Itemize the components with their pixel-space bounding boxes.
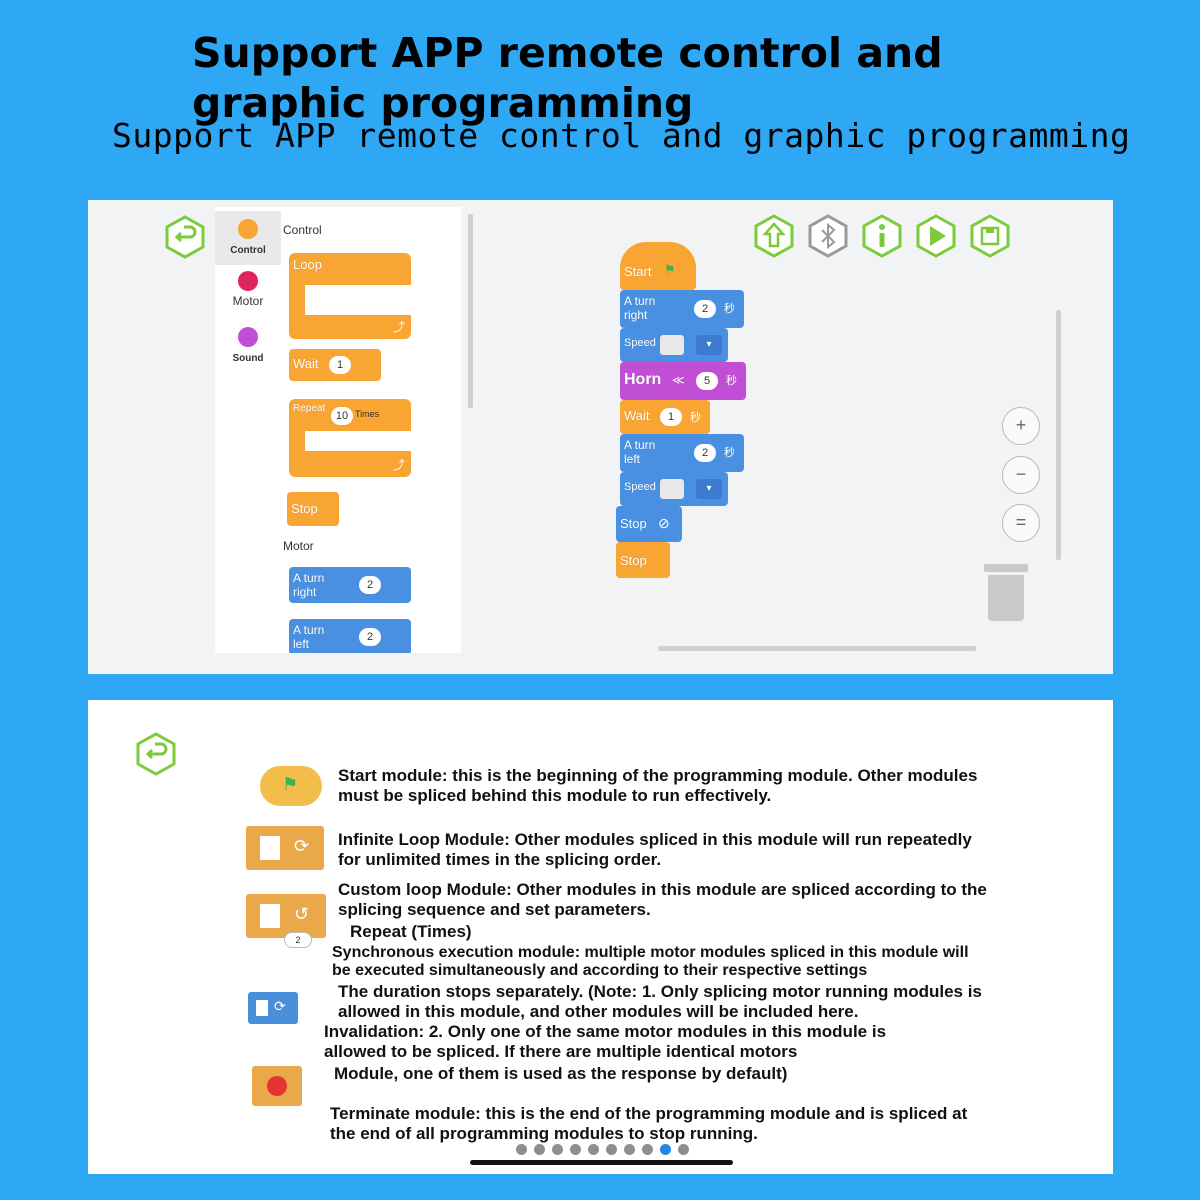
category-sidebar: Control Motor Sound — [215, 207, 281, 653]
loop-arrow-icon: ⤴ — [392, 320, 405, 334]
speed-dropdown[interactable]: ▾ — [696, 479, 722, 499]
back-button[interactable] — [163, 215, 207, 259]
legend-terminate: Terminate module: this is the end of the… — [330, 1104, 968, 1143]
legend-infinite-loop: Infinite Loop Module: Other modules spli… — [338, 830, 972, 869]
start-module-icon: ⚑ — [260, 766, 322, 806]
script-speed2-block[interactable]: Speed ▾ — [620, 472, 728, 506]
palette-repeat-foot: ⤴ — [289, 451, 411, 477]
legend-repeat-times: Repeat (Times) — [350, 922, 472, 941]
legend-sync-1: Synchronous execution module: multiple m… — [332, 944, 969, 979]
canvas-scrollbar-horizontal[interactable] — [658, 646, 976, 651]
script-turn-right-block[interactable]: A turn right 2 秒 — [620, 290, 744, 328]
palette-repeat-arm — [289, 431, 305, 453]
info-icon — [862, 214, 902, 258]
speaker-icon — [238, 327, 258, 347]
category-control[interactable]: Control — [215, 211, 281, 265]
back-button[interactable] — [134, 732, 178, 776]
zoom-in-button[interactable]: + — [1002, 407, 1040, 445]
palette-turn-right-block[interactable]: A turn right 2 — [289, 567, 411, 603]
page-dot[interactable] — [678, 1144, 689, 1155]
category-sound[interactable]: Sound — [215, 327, 281, 364]
control-icon — [238, 219, 258, 239]
custom-loop-module-icon: ↺ 2 — [246, 894, 326, 950]
run-button[interactable] — [914, 214, 958, 258]
zoom-reset-icon: = — [1015, 512, 1027, 532]
legend-start: Start module: this is the beginning of t… — [338, 766, 978, 805]
script-start-block[interactable]: Start ⚑ — [620, 242, 696, 290]
block-palette: Control Loop ⤴ Wait 1 Repeat 10 Times ⤴ … — [281, 207, 461, 653]
bluetooth-icon — [808, 214, 848, 258]
legend-custom-loop: Custom loop Module: Other modules in thi… — [338, 880, 987, 919]
palette-loop-foot: ⤴ — [289, 315, 411, 339]
repeat-arrow-icon: ⤴ — [392, 458, 405, 472]
trash-icon[interactable] — [984, 564, 1028, 624]
save-icon — [970, 214, 1010, 258]
category-motor[interactable]: Motor — [215, 271, 281, 308]
script-speed-block[interactable]: Speed ▾ — [620, 328, 728, 362]
green-flag-icon: ⚑ — [664, 262, 676, 277]
loop-arrows-icon: ⟳ — [294, 836, 310, 856]
upload-button[interactable] — [752, 214, 796, 258]
sync-module-icon: ⟳ — [248, 992, 298, 1024]
back-arrow-icon — [165, 215, 205, 259]
sync-arrows-icon: ⟳ — [274, 998, 286, 1014]
page-dot[interactable] — [606, 1144, 617, 1155]
palette-wait-block[interactable]: Wait 1 — [289, 349, 381, 381]
page-dot[interactable] — [552, 1144, 563, 1155]
home-indicator[interactable] — [470, 1160, 733, 1165]
upload-icon — [754, 214, 794, 258]
canvas-scrollbar-vertical[interactable] — [1056, 310, 1061, 560]
palette-loop-arm — [289, 285, 305, 317]
palette-stop-block[interactable]: Stop — [287, 492, 339, 526]
page-dot[interactable] — [570, 1144, 581, 1155]
horn-sound-icon: ≪ — [672, 373, 685, 387]
script-stop-motor-block[interactable]: Stop ⊘ — [616, 506, 682, 542]
legend-sync-4: Module, one of them is used as the respo… — [334, 1064, 788, 1083]
page-subtitle: Support APP remote control and graphic p… — [112, 116, 1131, 155]
stop-motor-icon: ⊘ — [658, 515, 670, 531]
palette-heading-motor: Motor — [283, 539, 314, 553]
palette-loop-block[interactable]: Loop — [289, 253, 411, 285]
page-dot[interactable] — [624, 1144, 635, 1155]
motor-gear-icon — [238, 271, 258, 291]
programming-screen: Control Motor Sound Control Loop ⤴ Wait … — [88, 200, 1113, 674]
page-dot-active[interactable] — [660, 1144, 671, 1155]
zoom-reset-button[interactable]: = — [1002, 504, 1040, 542]
page-dot[interactable] — [516, 1144, 527, 1155]
palette-turn-left-block[interactable]: A turn left 2 — [289, 619, 411, 653]
zoom-out-icon: − — [1015, 464, 1027, 484]
page-title: Support APP remote control and graphic p… — [192, 29, 943, 127]
page-dot[interactable] — [642, 1144, 653, 1155]
palette-repeat-block[interactable]: Repeat 10 Times — [289, 399, 411, 431]
info-button[interactable] — [860, 214, 904, 258]
infinite-loop-module-icon: ⟳ — [246, 826, 324, 870]
terminate-module-icon — [252, 1066, 302, 1106]
script-turn-left-block[interactable]: A turn left 2 秒 — [620, 434, 744, 472]
script-horn-block[interactable]: Horn ≪ 5 秒 — [620, 362, 746, 400]
page-indicator — [516, 1144, 689, 1155]
page-dot[interactable] — [534, 1144, 545, 1155]
save-button[interactable] — [968, 214, 1012, 258]
zoom-out-button[interactable]: − — [1002, 456, 1040, 494]
bluetooth-button[interactable] — [806, 214, 850, 258]
repeat-arrow-icon: ↺ — [294, 904, 310, 924]
speed-dropdown[interactable]: ▾ — [696, 335, 722, 355]
play-icon — [916, 214, 956, 258]
red-stop-icon — [267, 1076, 287, 1096]
palette-scrollbar[interactable] — [468, 214, 473, 408]
palette-heading-control: Control — [283, 223, 322, 237]
legend-sync-3: Invalidation: 2. Only one of the same mo… — [324, 1022, 887, 1061]
page-dot[interactable] — [588, 1144, 599, 1155]
repeat-value[interactable]: 10 — [331, 407, 353, 425]
zoom-in-icon: + — [1015, 415, 1027, 435]
back-arrow-icon — [136, 732, 176, 776]
legend-sync-2: The duration stops separately. (Note: 1.… — [338, 982, 982, 1021]
speed-gauge-icon — [660, 479, 684, 499]
wait-value[interactable]: 1 — [329, 356, 351, 374]
script-stop-block[interactable]: Stop — [616, 542, 670, 578]
green-flag-icon: ⚑ — [282, 774, 299, 794]
speed-gauge-icon — [660, 335, 684, 355]
script-wait-block[interactable]: Wait 1 秒 — [620, 400, 710, 434]
module-legend-screen: ⚑ Start module: this is the beginning of… — [88, 700, 1113, 1174]
